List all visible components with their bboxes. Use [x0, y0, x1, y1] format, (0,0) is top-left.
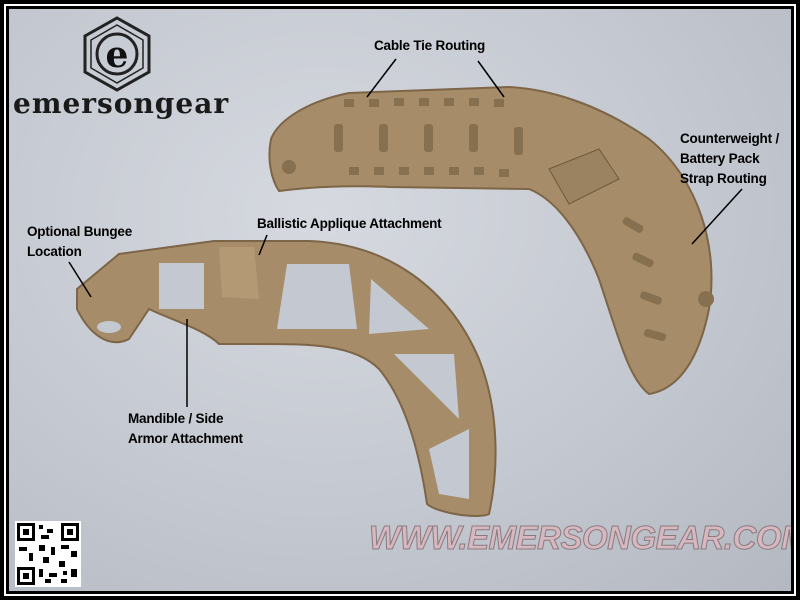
white-border: e emersongear Cable	[4, 4, 796, 596]
svg-text:e: e	[106, 34, 129, 76]
callout-line: Strap Routing	[680, 171, 767, 186]
callout-ballistic: Ballistic Applique Attachment	[257, 216, 442, 231]
brand-name: emersongear	[13, 87, 230, 120]
callout-counterweight: Counterweight / Battery Pack Strap Routi…	[680, 129, 779, 189]
callout-line: Counterweight /	[680, 131, 779, 146]
callout-line: Battery Pack	[680, 151, 760, 166]
callout-line: Location	[27, 244, 82, 259]
logo-icon: e	[83, 16, 151, 92]
website-url: WWW.EMERSONGEAR.COM	[368, 519, 791, 557]
qr-code-icon	[15, 521, 81, 587]
callout-line: Armor Attachment	[128, 431, 243, 446]
callout-lines	[68, 58, 743, 407]
product-canvas: e emersongear Cable	[9, 9, 791, 591]
callout-mandible: Mandible / Side Armor Attachment	[128, 409, 243, 449]
callout-cable-tie: Cable Tie Routing	[374, 38, 486, 53]
product-illustration: e	[68, 16, 743, 517]
callout-line: Mandible / Side	[128, 411, 224, 426]
callout-line: Optional Bungee	[27, 224, 133, 239]
side-plate-part	[76, 240, 497, 517]
rear-rail-part	[268, 85, 714, 396]
callout-bungee: Optional Bungee Location	[27, 222, 132, 262]
